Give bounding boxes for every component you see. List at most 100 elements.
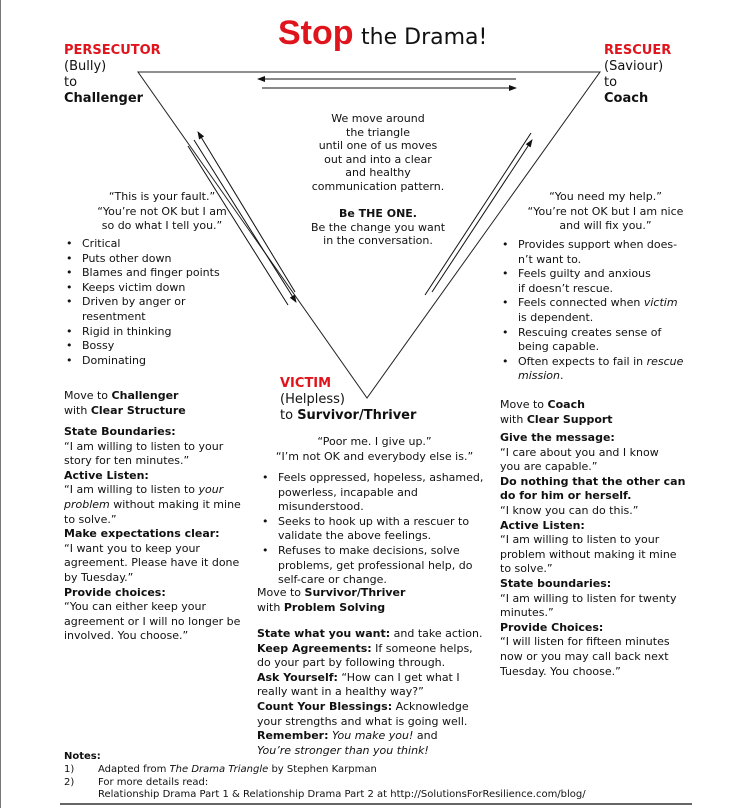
page-border [0, 0, 1, 808]
arrow-left-up [197, 131, 296, 293]
text: your strengths and what is going well. [257, 714, 468, 728]
bullet-line: Often expects to fail in rescue [518, 355, 683, 370]
text-line: Move to Challenger [64, 389, 186, 404]
bullet-icon: • [262, 543, 269, 557]
arrow-left-down [193, 139, 297, 303]
bullet-icon: • [66, 353, 73, 367]
bold-text: State Boundaries: [64, 425, 176, 438]
victim-alias: (Helpless) [280, 392, 345, 407]
text-line: “This is your fault.” [108, 190, 216, 203]
victim-target: Survivor/Thriver [297, 408, 417, 423]
bullet-line: being capable. [518, 340, 683, 355]
bullet-icon: • [262, 514, 269, 528]
text-line: involved. You choose.” [64, 629, 241, 644]
text: Driven by anger or [82, 295, 186, 309]
text-line: Provide Choices: [500, 621, 685, 636]
bullet-item: •Puts other down [66, 252, 220, 267]
text: story for ten minutes.” [64, 454, 190, 468]
text-line: You’re stronger than you think! [257, 744, 482, 759]
text: to solve.” [500, 562, 553, 576]
bold-text: Provide Choices: [500, 620, 604, 634]
text: you are capable.” [500, 460, 598, 474]
text-line: Give the message: [500, 431, 685, 446]
text: Move to [500, 398, 548, 411]
text: resentment [82, 309, 146, 323]
text-line: Do nothing that the other can [500, 475, 685, 490]
victim-to: to [280, 408, 298, 423]
text: n’t want to. [518, 252, 582, 266]
note-line: For more details read: [98, 777, 586, 790]
persecutor-heading: PERSECUTOR (Bully) to Challenger [64, 43, 161, 107]
bullet-line: misunderstood. [278, 500, 483, 515]
note-number: 1) [64, 763, 75, 775]
be-the-one: Be THE ONE. [339, 207, 417, 220]
text-line: you are capable.” [500, 460, 685, 475]
bold-text: Give the message: [500, 431, 615, 444]
text: with [257, 600, 284, 614]
text: Feels connected when [518, 296, 644, 310]
bold-text: Active Listen: [64, 468, 149, 482]
title-rest: the Drama! [361, 25, 488, 50]
bullet-item: •Critical [66, 237, 220, 252]
victim-label: VICTIM [280, 376, 332, 391]
bullet-item: •Blames and finger points [66, 266, 220, 281]
text: Rescuing creates sense of [518, 325, 662, 339]
text: by Stephen Karpman [268, 763, 377, 775]
text-line: really want in a healthy way?” [257, 685, 482, 700]
text-line: Make expectations clear: [64, 527, 241, 542]
bold-text: Problem Solving [283, 600, 386, 614]
rescuer-label: RESCUER [604, 43, 672, 58]
text: agreement or I will no longer be [64, 614, 241, 628]
text: by Tuesday.” [64, 570, 134, 584]
text: Refuses to make decisions, solve [278, 543, 460, 557]
bold-text: Coach [547, 398, 585, 411]
text: Rigid in thinking [82, 324, 172, 338]
text-line: State boundaries: [500, 577, 685, 592]
rescuer-target: Coach [604, 91, 649, 106]
text-line: problem without making it mine [64, 498, 241, 513]
text-line: now or you may call back next [500, 650, 685, 665]
bullet-line: Driven by anger or [82, 295, 220, 310]
text-line: Tuesday. You choose.” [500, 665, 685, 680]
text-line: with Problem Solving [257, 601, 405, 616]
text: “You can either keep your [64, 600, 207, 614]
arrow-right-line [424, 132, 532, 296]
text-line: agreement. Please have it done [64, 556, 241, 571]
bullet-line: Dominating [82, 354, 220, 369]
text-line: “I’m not OK and everybody else is.” [275, 449, 474, 463]
text-line: “I know you can do this.” [500, 504, 685, 519]
rescuer-quote: “You need my help.”“You’re not OK but I … [503, 190, 708, 234]
note-line: Adapted from The Drama Triangle by Steph… [98, 764, 586, 777]
text-line: your strengths and what is going well. [257, 715, 482, 730]
text: Critical [82, 237, 121, 250]
text: now or you may call back next [500, 649, 669, 663]
text: self-care or change. [278, 573, 387, 587]
text: . [560, 369, 564, 383]
bold-text: Provide choices: [64, 585, 166, 599]
text: if doesn’t rescue. [518, 281, 613, 295]
text: with [64, 403, 91, 417]
text-line: Remember: You make you! and [257, 729, 482, 744]
text: Provides support when does- [518, 238, 678, 251]
text: Adapted from [98, 763, 170, 775]
bold-text: State what you want: [257, 627, 391, 640]
text-line: out and into a clear [324, 152, 432, 166]
text-line: State Boundaries: [64, 425, 241, 440]
bullet-icon: • [66, 295, 73, 309]
page-title: Stop the Drama! [278, 14, 487, 53]
text: “I am willing to listen for twenty [500, 591, 677, 605]
text-line: Provide choices: [64, 586, 241, 601]
text-line: Active Listen: [500, 519, 685, 534]
bold-text: Clear Support [526, 412, 613, 426]
drama-triangle [137, 71, 601, 399]
victim-steps: State what you want: and take action.Kee… [257, 627, 482, 758]
bullet-line: validate the above feelings. [278, 529, 483, 544]
text: “I am willing to listen to your [64, 439, 224, 453]
